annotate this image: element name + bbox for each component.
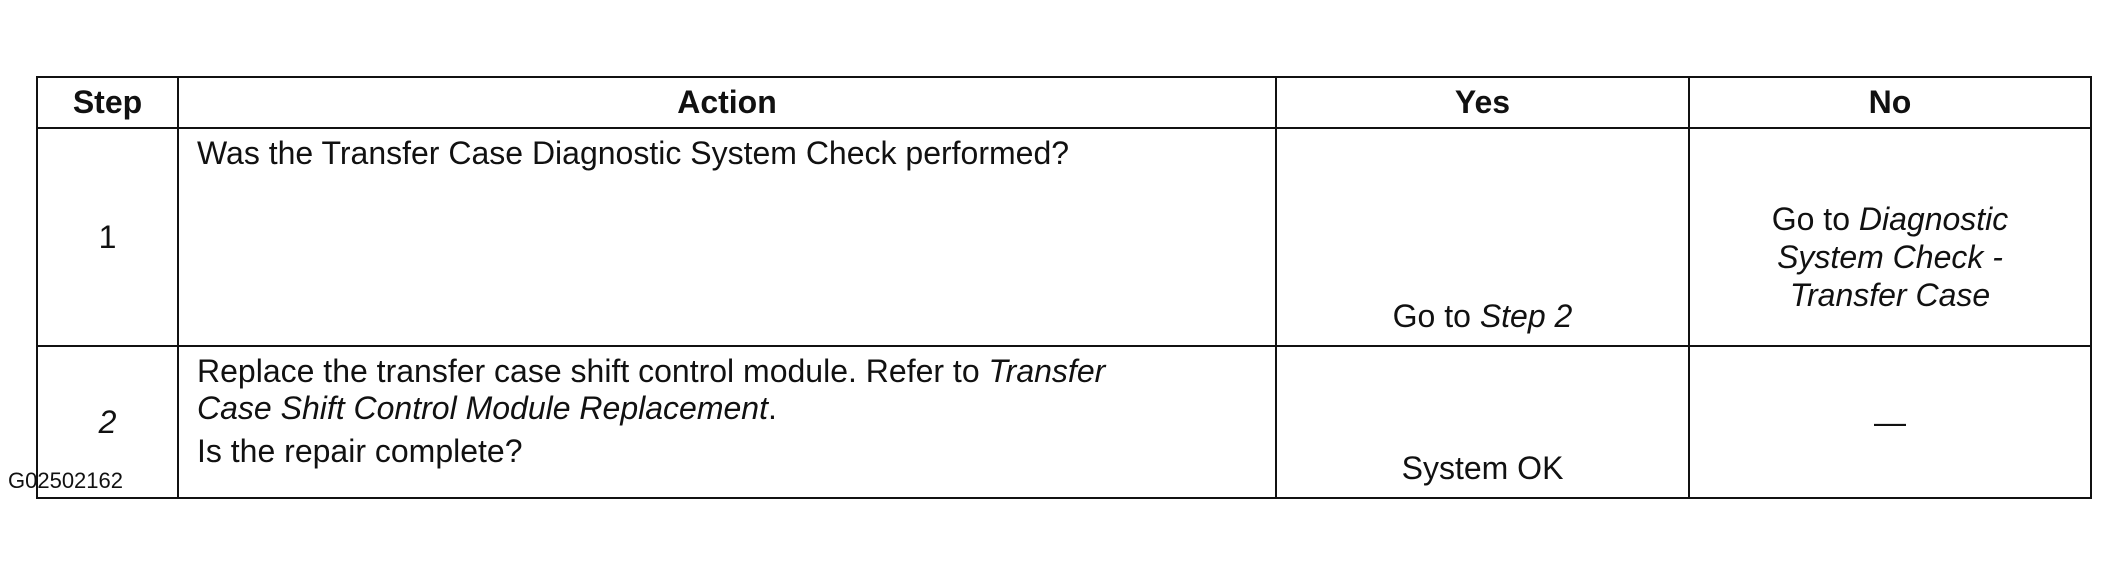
figure-id: G02502162 (8, 468, 123, 493)
no-prefix: Go to (1771, 201, 1859, 237)
action-text-prefix: Replace the transfer case shift control … (197, 353, 989, 389)
step-number: 2 (36, 345, 179, 499)
yes-prefix: Go to (1392, 298, 1480, 334)
action-ref-part1[interactable]: Transfer (988, 353, 1106, 389)
action-cell: Replace the transfer case shift control … (177, 345, 1277, 499)
yes-cell: System OK (1275, 345, 1690, 499)
no-ref-line2[interactable]: System Check - (1777, 239, 2003, 275)
action-cell: Was the Transfer Case Diagnostic System … (177, 127, 1277, 347)
table-row: 2 Replace the transfer case shift contro… (36, 345, 2092, 499)
table-row: 1 Was the Transfer Case Diagnostic Syste… (36, 127, 2092, 347)
yes-text: System OK (1401, 450, 1564, 486)
header-row: Step Action Yes No (36, 76, 2092, 129)
action-question: Is the repair complete? (197, 433, 523, 469)
step-number: 1 (36, 127, 179, 347)
diagnostic-table: Step Action Yes No 1 Was the Transfer Ca… (36, 76, 2092, 499)
yes-cell: Go to Step 2 (1275, 127, 1690, 347)
header-no: No (1688, 76, 2092, 129)
header-action: Action (177, 76, 1277, 129)
no-ref-line3[interactable]: Transfer Case (1789, 277, 1991, 313)
yes-step-link[interactable]: Step 2 (1479, 298, 1573, 334)
header-yes: Yes (1275, 76, 1690, 129)
no-cell: — (1688, 345, 2092, 499)
action-ref-part2[interactable]: Case Shift Control Module Replacement (197, 390, 768, 426)
header-step: Step (36, 76, 179, 129)
action-text-suffix: . (767, 390, 777, 426)
no-ref-line1[interactable]: Diagnostic (1858, 201, 2009, 237)
no-text: — (1874, 404, 1906, 440)
no-cell: Go to Diagnostic System Check - Transfer… (1688, 127, 2092, 347)
action-text: Was the Transfer Case Diagnostic System … (197, 135, 1070, 171)
action-text: Replace the transfer case shift control … (197, 353, 1257, 427)
